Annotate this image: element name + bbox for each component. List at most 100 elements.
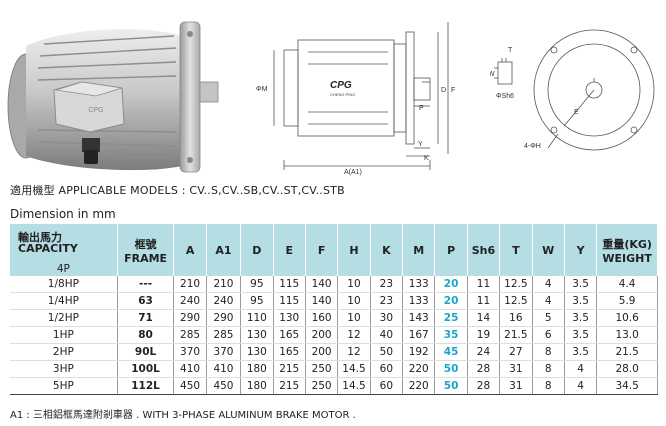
value-cell: 240 bbox=[206, 292, 242, 310]
value-cell: 215 bbox=[273, 360, 306, 378]
value-cell: 115 bbox=[273, 292, 306, 310]
label-h: 4-ΦH bbox=[524, 143, 541, 150]
value-cell: 370 bbox=[173, 343, 207, 361]
value-cell: 143 bbox=[402, 309, 436, 327]
end-view-drawing: T W ΦSh6 E 4-ΦH bbox=[490, 29, 655, 151]
value-cell: 3.5 bbox=[564, 292, 598, 310]
value-cell: 110 bbox=[240, 309, 274, 327]
col-header: A1 bbox=[206, 224, 242, 276]
value-cell: 10 bbox=[337, 276, 371, 293]
value-cell: 210 bbox=[206, 276, 242, 293]
value-cell: 160 bbox=[305, 309, 339, 327]
value-cell: 8 bbox=[532, 377, 565, 395]
value-cell: 450 bbox=[173, 377, 207, 395]
value-cell: 50 bbox=[434, 360, 468, 378]
label-y: Y bbox=[418, 141, 423, 148]
col-header: M bbox=[402, 224, 436, 276]
value-cell: 133 bbox=[402, 292, 436, 310]
value-cell: 4 bbox=[564, 360, 598, 378]
frame-header: 框號 FRAME bbox=[117, 224, 175, 276]
col-header: H bbox=[337, 224, 371, 276]
value-cell: 3.5 bbox=[564, 276, 598, 293]
value-cell: 28 bbox=[467, 360, 501, 378]
col-header: A bbox=[173, 224, 207, 276]
value-cell: 27 bbox=[499, 343, 533, 361]
label-w: W bbox=[490, 71, 495, 78]
frame-cell: 90L bbox=[117, 343, 175, 361]
value-cell: 210 bbox=[173, 276, 207, 293]
value-cell: 30 bbox=[370, 309, 404, 327]
value-cell: 95 bbox=[240, 276, 274, 293]
weight-cell: 4.4 bbox=[596, 276, 658, 293]
value-cell: 23 bbox=[370, 276, 404, 293]
value-cell: 285 bbox=[173, 326, 207, 344]
value-cell: 20 bbox=[434, 276, 468, 293]
col-header: Y bbox=[564, 224, 598, 276]
weight-header: 重量(KG) WEIGHT bbox=[596, 224, 658, 276]
value-cell: 4 bbox=[532, 292, 565, 310]
value-cell: 140 bbox=[305, 292, 339, 310]
value-cell: 23 bbox=[370, 292, 404, 310]
capacity-cell: 1HP bbox=[10, 326, 118, 344]
footnote: A1 : 三相鋁框馬達附剎車器 . WITH 3-PHASE ALUMINUM … bbox=[10, 410, 356, 421]
label-e: E bbox=[574, 109, 579, 116]
value-cell: 133 bbox=[402, 276, 436, 293]
label-d: D bbox=[441, 87, 446, 94]
frame-header-zh: 框號 bbox=[134, 237, 157, 251]
value-cell: 240 bbox=[173, 292, 207, 310]
value-cell: 16 bbox=[499, 309, 533, 327]
value-cell: 8 bbox=[532, 343, 565, 361]
weight-header-en: WEIGHT bbox=[602, 251, 652, 265]
value-cell: 165 bbox=[273, 326, 306, 344]
value-cell: 8 bbox=[532, 360, 565, 378]
value-cell: 285 bbox=[206, 326, 242, 344]
value-cell: 130 bbox=[273, 309, 306, 327]
value-cell: 12.5 bbox=[499, 292, 533, 310]
value-cell: 12 bbox=[337, 326, 371, 344]
frame-cell: 71 bbox=[117, 309, 175, 327]
weight-cell: 28.0 bbox=[596, 360, 658, 378]
col-header: E bbox=[273, 224, 306, 276]
col-header: D bbox=[240, 224, 274, 276]
value-cell: 31 bbox=[499, 377, 533, 395]
table-subheader-row: 4P bbox=[10, 262, 658, 276]
value-cell: 167 bbox=[402, 326, 436, 344]
label-a: A(A1) bbox=[344, 169, 362, 176]
capacity-header: 輸出馬力 CAPACITY bbox=[10, 224, 118, 262]
value-cell: 410 bbox=[206, 360, 242, 378]
label-t: T bbox=[508, 47, 513, 54]
value-cell: 130 bbox=[240, 343, 274, 361]
value-cell: 5 bbox=[532, 309, 565, 327]
capacity-header-en: CAPACITY bbox=[18, 242, 78, 255]
value-cell: 11 bbox=[467, 276, 501, 293]
value-cell: 10 bbox=[337, 309, 371, 327]
capacity-header-zh: 輸出馬力 bbox=[18, 231, 62, 244]
value-cell: 95 bbox=[240, 292, 274, 310]
frame-cell: --- bbox=[117, 276, 175, 293]
value-cell: 14 bbox=[467, 309, 501, 327]
value-cell: 370 bbox=[206, 343, 242, 361]
value-cell: 4 bbox=[532, 276, 565, 293]
value-cell: 200 bbox=[305, 343, 339, 361]
value-cell: 250 bbox=[305, 377, 339, 395]
col-header: W bbox=[532, 224, 565, 276]
value-cell: 60 bbox=[370, 377, 404, 395]
value-cell: 25 bbox=[434, 309, 468, 327]
weight-cell: 13.0 bbox=[596, 326, 658, 344]
label-k: K bbox=[424, 155, 429, 162]
capacity-cell: 2HP bbox=[10, 343, 118, 361]
capacity-cell: 3HP bbox=[10, 360, 118, 378]
weight-cell: 34.5 bbox=[596, 377, 658, 395]
value-cell: 130 bbox=[240, 326, 274, 344]
col-header: F bbox=[305, 224, 339, 276]
value-cell: 3.5 bbox=[564, 309, 598, 327]
weight-cell: 21.5 bbox=[596, 343, 658, 361]
capacity-cell: 1/4HP bbox=[10, 292, 118, 310]
col-header: K bbox=[370, 224, 404, 276]
col-header: T bbox=[499, 224, 533, 276]
value-cell: 215 bbox=[273, 377, 306, 395]
drawing-logo: CPG bbox=[330, 80, 352, 91]
